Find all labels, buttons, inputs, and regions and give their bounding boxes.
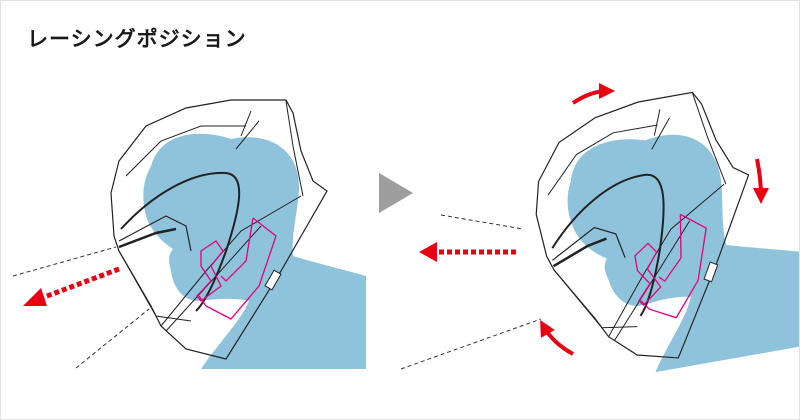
arrowhead-icon [23, 288, 47, 306]
arrowhead-icon [419, 242, 437, 262]
panel-before [12, 98, 368, 371]
rotate-arrow-chin [540, 320, 574, 356]
sightline-lower [400, 318, 542, 370]
helmet-illustration-after [518, 77, 799, 389]
next-arrow-icon [379, 173, 413, 213]
rotate-arrow-back [752, 158, 769, 204]
sightline-lower [75, 308, 150, 369]
panel-after [400, 77, 799, 389]
rotate-arrow-top [571, 83, 615, 105]
sightline-upper [12, 246, 117, 277]
diagram-title: レーシングポジション [27, 27, 247, 51]
sightline-arrow-down-left [38, 266, 120, 302]
helmet-illustration-before [109, 98, 368, 371]
sightline-upper [440, 214, 524, 230]
